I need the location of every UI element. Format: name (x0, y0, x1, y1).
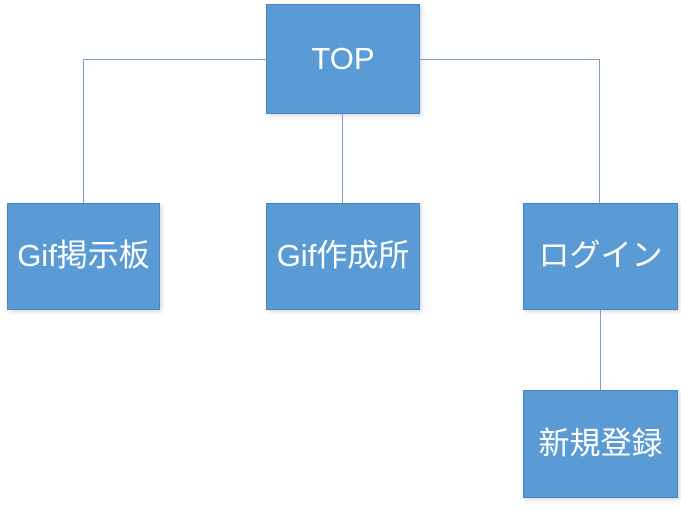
node-gif-maker: Gif作成所 (266, 203, 420, 310)
node-login-label: ログイン (538, 238, 663, 274)
node-register: 新規登録 (523, 390, 678, 498)
edge-top-to-gifboard-vertical (83, 59, 84, 203)
node-login: ログイン (523, 203, 678, 310)
edge-top-to-gifboard-horizontal (83, 59, 267, 60)
node-gif-maker-label: Gif作成所 (276, 238, 410, 274)
node-top-label: TOP (311, 40, 375, 76)
node-gif-board: Gif掲示板 (7, 203, 160, 310)
edge-top-to-gifmaker-vertical (342, 114, 343, 203)
node-register-label: 新規登録 (538, 425, 663, 461)
node-gif-board-label: Gif掲示板 (17, 238, 150, 274)
edge-top-to-login-vertical (599, 59, 600, 203)
edge-login-to-register-vertical (600, 310, 601, 390)
edge-top-to-login-horizontal (420, 59, 600, 60)
node-top: TOP (266, 4, 420, 114)
